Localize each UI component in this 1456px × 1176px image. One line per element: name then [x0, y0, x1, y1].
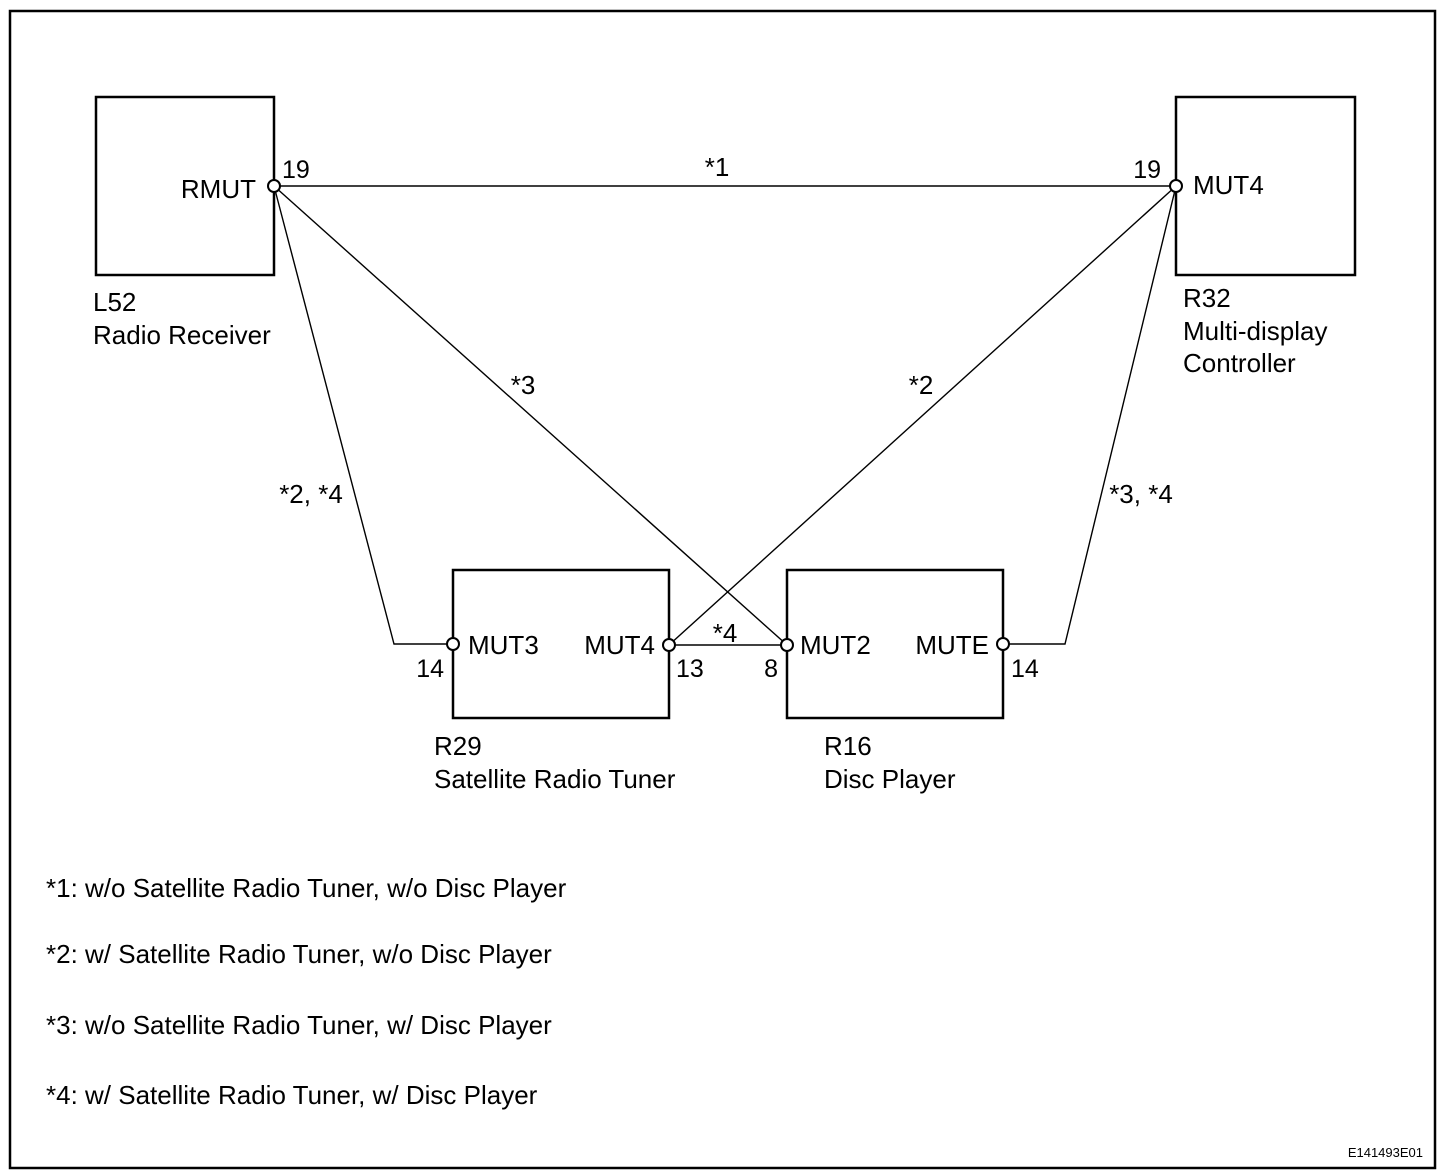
disc-player-id: R16 — [824, 731, 872, 761]
legend-item: *4: w/ Satellite Radio Tuner, w/ Disc Pl… — [46, 1080, 538, 1110]
rmut-pin-icon — [267, 179, 281, 193]
radio-receiver-id: L52 — [93, 287, 136, 317]
mut4-r32-terminal-label: MUT4 — [1193, 170, 1264, 200]
rmut-pin-number: 19 — [282, 156, 310, 184]
wire-label-top: *1 — [705, 152, 730, 182]
multi-display-name-line1: Multi-display — [1183, 316, 1328, 346]
mut4-r32-pin-number: 19 — [1133, 156, 1161, 184]
mut4-r29-pin-icon — [662, 638, 676, 652]
wire-diag-right — [668, 185, 1177, 646]
mute-pin-icon — [996, 637, 1010, 651]
satellite-tuner-id: R29 — [434, 731, 482, 761]
wire-label-middle: *4 — [713, 618, 738, 648]
mute-pin-number: 14 — [1011, 655, 1039, 683]
wires — [273, 185, 1177, 646]
mut2-terminal-label: MUT2 — [800, 630, 871, 660]
wire-left-down — [273, 185, 453, 645]
multi-display-id: R32 — [1183, 283, 1231, 313]
legend-item: *2: w/ Satellite Radio Tuner, w/o Disc P… — [46, 939, 552, 969]
mut3-pin-number: 14 — [416, 655, 444, 683]
multi-display-box — [1174, 95, 1357, 277]
wire-label-right-down: *3, *4 — [1109, 479, 1173, 509]
wire-label-diag-left: *3 — [511, 370, 536, 400]
legend: *1: w/o Satellite Radio Tuner, w/o Disc … — [46, 873, 567, 1110]
satellite-tuner-box — [451, 568, 671, 720]
wire-label-left-down: *2, *4 — [279, 479, 343, 509]
disc-player-box — [785, 568, 1005, 720]
legend-item: *3: w/o Satellite Radio Tuner, w/ Disc P… — [46, 1010, 552, 1040]
wire-right-down — [1003, 185, 1177, 645]
radio-receiver-name: Radio Receiver — [93, 320, 271, 350]
legend-item: *1: w/o Satellite Radio Tuner, w/o Disc … — [46, 873, 567, 903]
mut3-terminal-label: MUT3 — [468, 630, 539, 660]
rmut-terminal-label: RMUT — [181, 174, 256, 204]
figure-code: E141493E01 — [1348, 1145, 1423, 1160]
multi-display-name-line2: Controller — [1183, 348, 1296, 378]
wire-diag-left — [273, 185, 788, 646]
mute-terminal-label: MUTE — [915, 630, 989, 660]
disc-player-name: Disc Player — [824, 764, 956, 794]
mut4-r29-terminal-label: MUT4 — [584, 630, 655, 660]
mut4-r29-pin-number: 13 — [676, 655, 704, 683]
mut2-pin-icon — [780, 638, 794, 652]
mut4-r32-pin-icon — [1169, 179, 1183, 193]
mut2-pin-number: 8 — [764, 655, 778, 683]
mut3-pin-icon — [446, 637, 460, 651]
wire-label-diag-right: *2 — [909, 370, 934, 400]
satellite-tuner-name: Satellite Radio Tuner — [434, 764, 676, 794]
